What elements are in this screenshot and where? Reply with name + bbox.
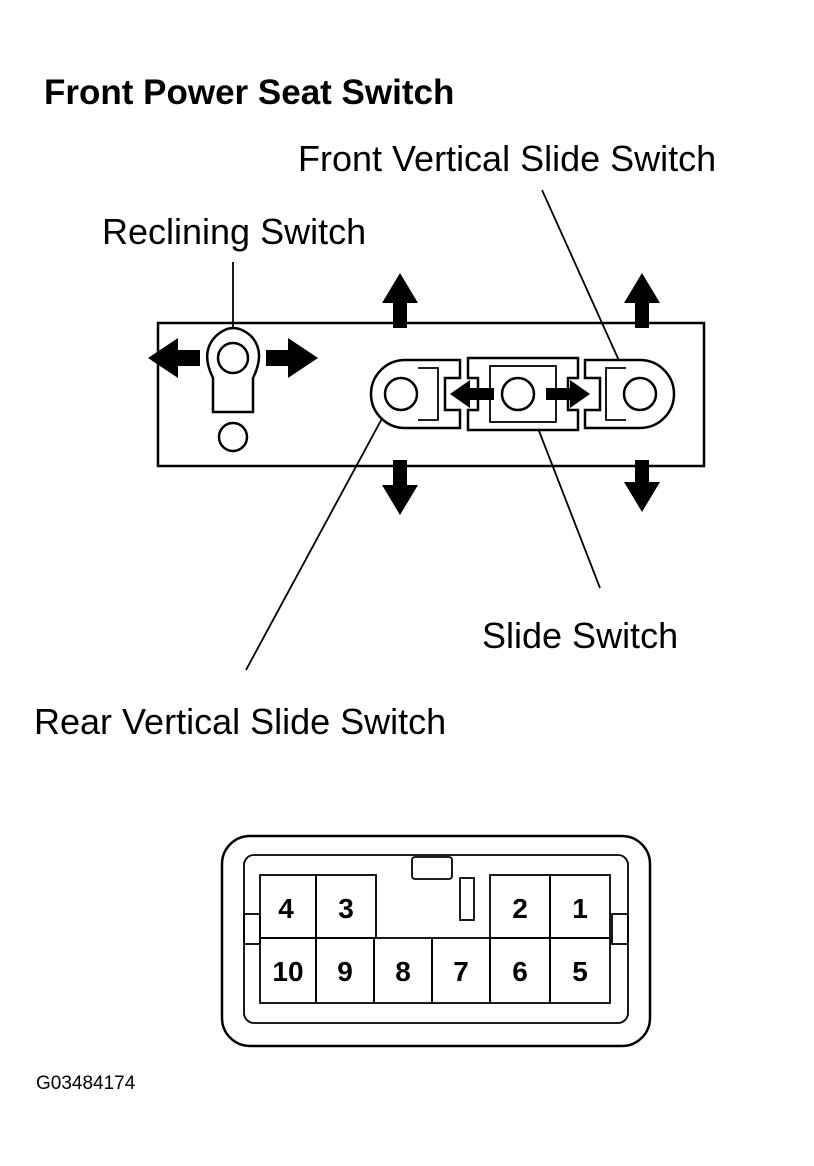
arrow-right-icon <box>266 338 318 378</box>
arrow-up-icon <box>382 273 418 328</box>
front-vertical-switch-button <box>622 376 658 412</box>
switch-panel <box>156 321 706 468</box>
front-vertical-slide-switch <box>583 273 676 512</box>
arrow-right-icon <box>546 380 590 408</box>
rear-vertical-switch-inner <box>418 367 439 421</box>
connector-inner-housing <box>243 854 629 1024</box>
rear-vertical-leader-line <box>245 399 393 671</box>
leader-lines <box>232 189 631 671</box>
connector-latch <box>411 856 453 880</box>
arrow-left-icon <box>148 338 200 378</box>
connector-side-tab-right <box>611 913 629 945</box>
slide-switch-label: Slide Switch <box>482 615 678 656</box>
slide-switch-button <box>500 376 536 412</box>
rear-vertical-slide-switch-label: Rear Vertical Slide Switch <box>34 701 446 742</box>
rear-vertical-switch-button <box>383 376 419 412</box>
pin-number: 1 <box>572 893 588 924</box>
pin-number: 10 <box>272 956 303 987</box>
connector-cavity <box>549 937 611 1004</box>
arrow-down-icon <box>624 460 660 512</box>
connector-side-tab-left <box>243 913 261 945</box>
reclining-switch <box>148 326 318 453</box>
connector-outer-housing <box>220 834 652 1048</box>
diagram-title: Front Power Seat Switch <box>44 73 454 112</box>
arrow-down-icon <box>382 460 418 515</box>
connector-key-slot <box>459 877 475 921</box>
slide-leader-line <box>526 399 601 589</box>
pin-number: 2 <box>512 893 528 924</box>
connector: 4 3 2 1 10 9 8 7 6 5 <box>220 834 652 1048</box>
slide-switch <box>450 356 590 432</box>
front-vertical-leader-line <box>541 189 631 386</box>
pin-number: 7 <box>453 956 469 987</box>
arrow-up-icon <box>624 273 660 328</box>
pin-number: 3 <box>338 893 354 924</box>
front-vertical-switch-inner <box>605 367 626 421</box>
reclining-switch-lower-dot <box>217 421 249 453</box>
front-vertical-slide-switch-label: Front Vertical Slide Switch <box>298 138 716 179</box>
pin-number: 5 <box>572 956 588 987</box>
arrow-left-icon <box>450 380 494 408</box>
reclining-switch-label: Reclining Switch <box>102 211 366 252</box>
pin-number: 8 <box>395 956 411 987</box>
pin-number: 9 <box>337 956 353 987</box>
pin-number: 6 <box>512 956 528 987</box>
figure-code: G03484174 <box>36 1073 136 1094</box>
rear-vertical-slide-switch <box>369 273 462 515</box>
reclining-switch-button <box>216 341 250 375</box>
pin-number: 4 <box>278 893 294 924</box>
